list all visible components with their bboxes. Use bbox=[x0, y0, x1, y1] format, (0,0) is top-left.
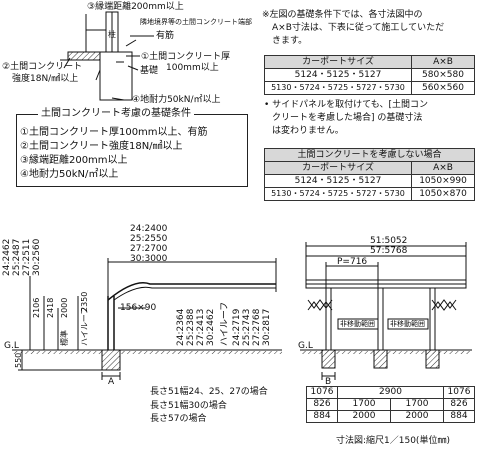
table1-cell: 580×580 bbox=[411, 68, 475, 82]
note1-line: ※左図の基礎条件下では、各寸法図中の bbox=[262, 10, 423, 20]
length-cell: 1700 bbox=[337, 398, 391, 411]
dim-b-label: B bbox=[325, 377, 332, 387]
table1-cell: 5130・5724・5725・5727・5730 bbox=[264, 81, 412, 95]
height-2418: 2418 bbox=[46, 297, 55, 318]
note1-line: A×B寸法は、下表に従って施工していただ bbox=[272, 23, 445, 33]
slab-thickness-label-1: ①土間コンクリート厚 bbox=[141, 52, 231, 62]
rebar-label: 有筋 bbox=[156, 31, 175, 41]
height-2000: 2000 bbox=[60, 297, 69, 318]
condition-item: ①土間コンクリート厚100mm以上、有筋 bbox=[20, 127, 208, 138]
foundation-label: 基礎 bbox=[140, 66, 159, 76]
condition-item: ③縁端距離200mm以上 bbox=[20, 155, 128, 166]
total-height-label: 30:2560 bbox=[32, 238, 42, 276]
note1-line: きます。 bbox=[272, 36, 308, 46]
length-case-label: 長さ51幅24、25、27の場合 bbox=[150, 387, 268, 397]
spec-table-1: カーポートサイズ A×B 5124・5125・5127 580×580 5130… bbox=[264, 55, 475, 95]
bearing-label: ④地耐力50kN/㎡以上 bbox=[132, 95, 221, 105]
condition-item: ②土間コンクリート強度18N/㎟以上 bbox=[20, 141, 183, 152]
note2-line: • サイドパネルを取付けても、[土間コン bbox=[264, 100, 428, 110]
gl-label-front: G.L bbox=[298, 341, 313, 351]
note2-line: クリートを考慮した場合] の基礎寸法 bbox=[272, 113, 423, 123]
height-2106: 2106 bbox=[32, 297, 41, 318]
table2-header: A×B bbox=[411, 161, 475, 175]
table2-cell: 1050×990 bbox=[411, 174, 475, 188]
slab-strength-label-1: ②土間コンクリート bbox=[2, 62, 83, 72]
total-height-label: 25:2487 bbox=[12, 238, 22, 276]
length-cell: 2000 bbox=[337, 410, 391, 423]
length-cell: 2900 bbox=[337, 386, 444, 399]
beam-size-label: 156×90 bbox=[120, 303, 157, 313]
length-cell: 826 bbox=[443, 398, 475, 411]
table1-cell: 5124・5125・5127 bbox=[264, 68, 412, 82]
length-cell: 826 bbox=[306, 398, 338, 411]
length-label: 51:5052 bbox=[370, 236, 408, 246]
diag-std-label: 25:2388 bbox=[186, 308, 196, 346]
standard-label: 標準 bbox=[60, 330, 69, 346]
pitch-label: P=716 bbox=[337, 257, 368, 267]
width-label: 24:2400 bbox=[130, 224, 168, 234]
dim-a-label: A bbox=[108, 377, 115, 387]
diag-high-label: 24:2719 bbox=[232, 308, 242, 346]
table2-cell: 1050×870 bbox=[411, 187, 475, 201]
total-height-label: 24:2462 bbox=[2, 238, 12, 276]
panel-label-left: 非移動範囲 bbox=[340, 320, 375, 328]
table2-title: 土間コンクリートを考慮しない場合 bbox=[264, 148, 475, 162]
table1-cell: 560×560 bbox=[411, 81, 475, 95]
slab-strength-label-2: 強度18N/㎟以上 bbox=[12, 74, 79, 84]
note2-line: は変わりません。 bbox=[272, 126, 344, 136]
length-cell: 884 bbox=[306, 410, 338, 423]
slab-thickness-label-2: 100mm以上 bbox=[166, 63, 219, 73]
table2-cell: 5130・5724・5725・5727・5730 bbox=[264, 187, 412, 201]
panel-label-right: 非移動範囲 bbox=[390, 320, 425, 328]
side-elevation bbox=[12, 258, 282, 380]
gl-label-side: G.L bbox=[4, 341, 19, 351]
total-height-label: 27:2511 bbox=[22, 238, 32, 276]
spec-table-2: 土間コンクリートを考慮しない場合 カーポートサイズ A×B 5124・5125・… bbox=[264, 148, 475, 201]
depth-label: 550 bbox=[14, 352, 23, 368]
diag-high-label: 25:2743 bbox=[242, 308, 252, 346]
width-label: 25:2550 bbox=[130, 234, 168, 244]
high-roof-label: ハイルーフ bbox=[80, 306, 89, 346]
diag-high-roof-label: ハイルーフ bbox=[220, 301, 230, 346]
length-case-label: 長さ57の場合 bbox=[150, 414, 207, 424]
table2-cell: 5124・5125・5127 bbox=[264, 174, 412, 188]
width-label: 30:3000 bbox=[130, 254, 168, 264]
diag-high-label: 30:2817 bbox=[262, 308, 272, 346]
length-cell: 2000 bbox=[390, 410, 444, 423]
length-case-label: 長さ51幅30の場合 bbox=[150, 401, 227, 411]
diag-std-label: 24:2364 bbox=[176, 308, 186, 346]
edge-distance-label: ③縁端距離200mm以上 bbox=[87, 2, 184, 12]
foundation-detail bbox=[60, 11, 154, 101]
diag-std-label: 27:2413 bbox=[196, 308, 206, 346]
pillar-label: 柱 bbox=[108, 30, 116, 39]
length-cell: 884 bbox=[443, 410, 475, 423]
length-label: 57:5768 bbox=[370, 246, 408, 256]
table2-header: カーポートサイズ bbox=[264, 161, 412, 175]
neighbor-label: 隣地境界等の土間コンクリート端部 bbox=[140, 18, 252, 26]
length-table: 1076 2900 1076 826 1700 1700 826 884 200… bbox=[306, 386, 475, 423]
height-2350: 2350 bbox=[80, 291, 89, 312]
diag-std-label: 30:2462 bbox=[206, 308, 216, 346]
scale-note: 寸法図:縮尺1／150(単位㎜) bbox=[336, 436, 450, 446]
front-elevation bbox=[300, 242, 472, 380]
table1-header: A×B bbox=[411, 55, 475, 69]
length-cell: 1700 bbox=[390, 398, 444, 411]
conditions-title: 土間コンクリート考慮の基礎条件 bbox=[38, 108, 194, 120]
diag-high-label: 27:2768 bbox=[252, 308, 262, 346]
length-cell: 1076 bbox=[443, 386, 475, 399]
condition-item: ④地耐力50kN/㎡以上 bbox=[20, 169, 119, 180]
table1-header: カーポートサイズ bbox=[264, 55, 412, 69]
length-cell: 1076 bbox=[306, 386, 338, 399]
width-label: 27:2700 bbox=[130, 244, 168, 254]
